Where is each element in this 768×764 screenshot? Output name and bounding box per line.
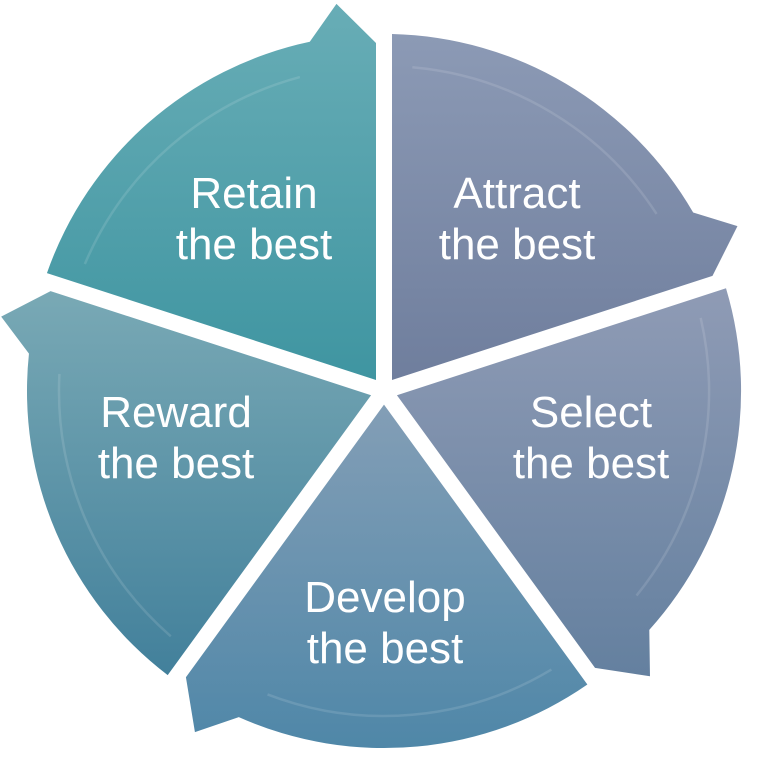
segment-retain-sheen-arc: [83, 75, 301, 265]
segment-develop-label-line1: Develop: [304, 573, 465, 622]
segment-retain-shape: [46, 3, 376, 380]
segment-attract-label-line2: the best: [439, 220, 596, 269]
segment-develop-shape: [185, 404, 588, 749]
segment-select-label-line1: Select: [530, 388, 652, 437]
segment-retain-label-line2: the best: [176, 220, 333, 269]
segment-reward-label-line2: the best: [98, 439, 255, 488]
segment-develop-sheen-arc: [267, 668, 553, 718]
segment-attract-label-line1: Attract: [453, 169, 580, 218]
segment-reward-shape: [1, 291, 372, 676]
segments-layer: [1, 3, 742, 749]
segment-select-shape: [396, 288, 742, 677]
segment-select-sheen-arc: [635, 317, 711, 597]
segment-reward-label-line1: Reward: [100, 388, 252, 437]
segment-retain-label-line1: Retain: [190, 169, 317, 218]
segment-attract-shape: [392, 34, 738, 380]
segment-reward-sheen-arc: [57, 373, 172, 638]
segment-develop-label-line2: the best: [307, 624, 464, 673]
segment-select-label-line2: the best: [513, 439, 670, 488]
segment-attract-sheen-arc: [412, 65, 658, 215]
